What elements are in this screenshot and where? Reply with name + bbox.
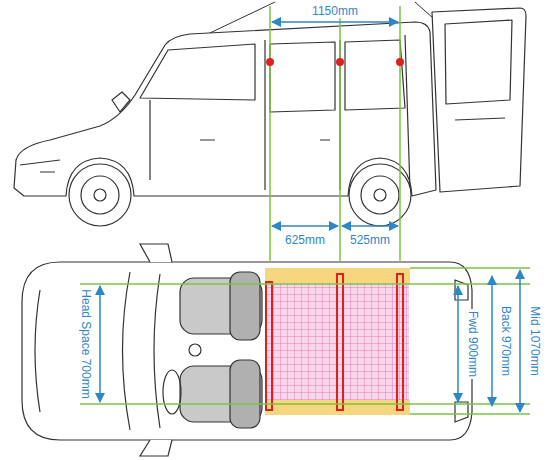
guide-lines [80,6,530,414]
top-view [22,244,472,456]
measure-points [266,58,404,66]
dimension-label: 1150mm [310,4,360,18]
dimension-label: Head Space 700mm [79,287,93,400]
dimension-label: Mid 1070mm [528,304,542,377]
dimension-label: Back 970mm [499,304,513,378]
dimension-label: Fwd 900mm [466,309,480,379]
dimension-label: 625mm [283,233,327,247]
dimension-arrows [100,22,520,412]
dimension-label: 525mm [348,233,392,247]
